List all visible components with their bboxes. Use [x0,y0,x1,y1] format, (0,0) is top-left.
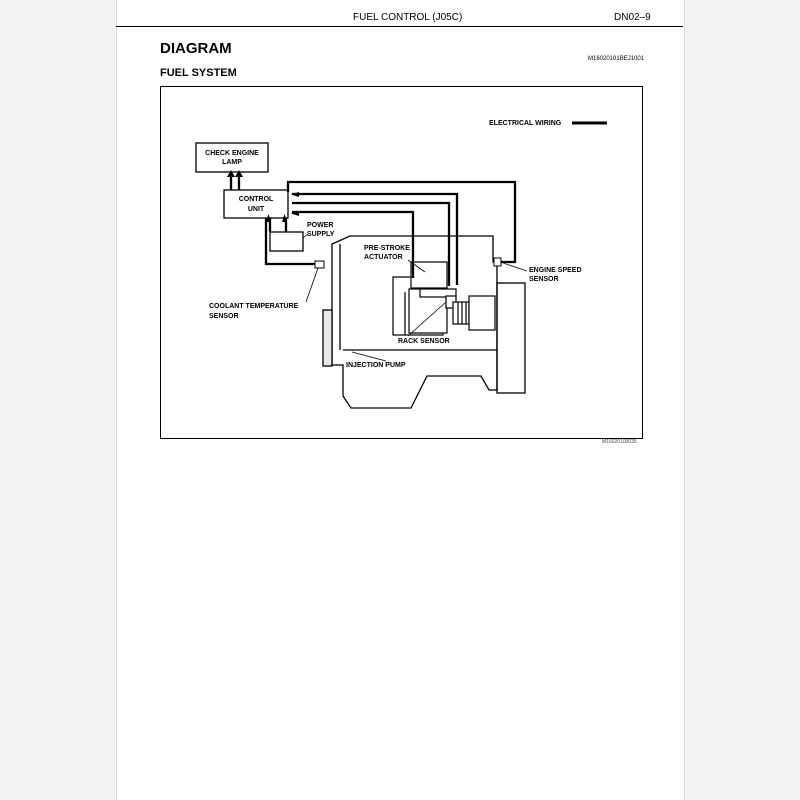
legend-label: ELECTRICAL WIRING [489,120,562,127]
arrow-left-icon [291,192,299,197]
coolant-temperature-sensor [314,260,325,269]
engine-block [322,235,526,409]
section-title: FUEL CONTROL (J05C) [353,12,463,23]
coolant-temperature-sensor-label-1: COOLANT TEMPERATURE [209,303,299,310]
pre-stroke-actuator-label-1: PRE-STROKE [364,245,410,252]
leader-lines [302,233,528,362]
injection-pump-label: INJECTION PUMP [346,362,406,369]
pre-stroke-actuator-label-2: ACTUATOR [364,254,403,261]
check-engine-lamp-label-1: CHECK ENGINE [205,150,259,157]
control-unit-label-1: CONTROL [239,196,274,203]
arrow-up-icon [266,214,271,222]
coolant-temperature-sensor-label-2: SENSOR [209,313,239,320]
power-supply-box [269,231,304,252]
page-number: DN02–9 [614,12,651,23]
engine-speed-sensor [493,257,502,267]
figure-code: M16020100035 [602,439,637,445]
reference-code: M16020101BEJ1001 [588,56,645,62]
rack-sensor-label: RACK SENSOR [398,338,450,345]
arrow-up-icon [235,170,243,177]
power-supply-label-2: SUPPLY [307,231,335,238]
engine-speed-sensor-label-2: SENSOR [529,276,559,283]
arrow-left-icon [291,211,299,216]
signal-arrows [227,170,299,222]
flywheel-housing [496,282,526,394]
check-engine-lamp-box [195,142,269,173]
engine-speed-sensor-label-1: ENGINE SPEED [529,267,582,274]
diagram-frame [160,86,643,439]
arrow-up-icon [282,214,287,222]
control-unit-box [223,189,289,219]
engine-mount [322,309,333,367]
manual-page [116,0,685,800]
injection-pump [392,261,496,336]
control-unit-label-2: UNIT [248,206,265,213]
check-engine-lamp-label-2: LAMP [222,159,242,166]
arrow-up-icon [227,170,235,177]
power-supply-label-1: POWER [307,222,333,229]
header-rule [116,26,683,27]
page-title: DIAGRAM [160,40,232,57]
page-subtitle: FUEL SYSTEM [160,67,237,79]
